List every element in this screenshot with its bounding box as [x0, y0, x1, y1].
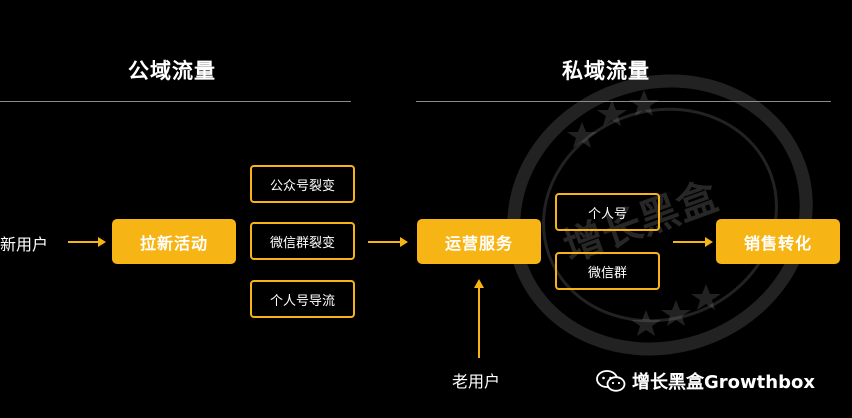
account-branding: 增长黑盒Growthbox: [596, 368, 815, 394]
arrow-to-conversion: [673, 237, 713, 247]
channel-personal-account: 个人号: [555, 193, 660, 231]
channel-wechat-group-fission: 微信群裂变: [250, 222, 355, 260]
channel-personal-account-diversion: 个人号导流: [250, 280, 355, 318]
public-traffic-divider: [0, 101, 351, 102]
channel-official-account-fission: 公众号裂变: [250, 165, 355, 203]
arrow-old-users-to-operations: [474, 279, 484, 358]
wechat-icon: [596, 370, 626, 392]
public-traffic-title: 公域流量: [128, 59, 216, 83]
private-traffic-title: 私域流量: [562, 59, 650, 83]
arrow-new-users-to-acquisition: [68, 237, 106, 247]
arrow-to-operations: [368, 237, 408, 247]
account-name: 增长黑盒Growthbox: [632, 372, 815, 393]
channel-wechat-group: 微信群: [555, 252, 660, 290]
operations-service-box: 运营服务: [417, 219, 541, 264]
acquisition-activity-box: 拉新活动: [112, 219, 236, 264]
sales-conversion-box: 销售转化: [716, 219, 840, 264]
new-users-label: 新用户: [0, 235, 49, 254]
private-traffic-divider: [416, 101, 831, 102]
old-users-label: 老用户: [452, 372, 501, 391]
